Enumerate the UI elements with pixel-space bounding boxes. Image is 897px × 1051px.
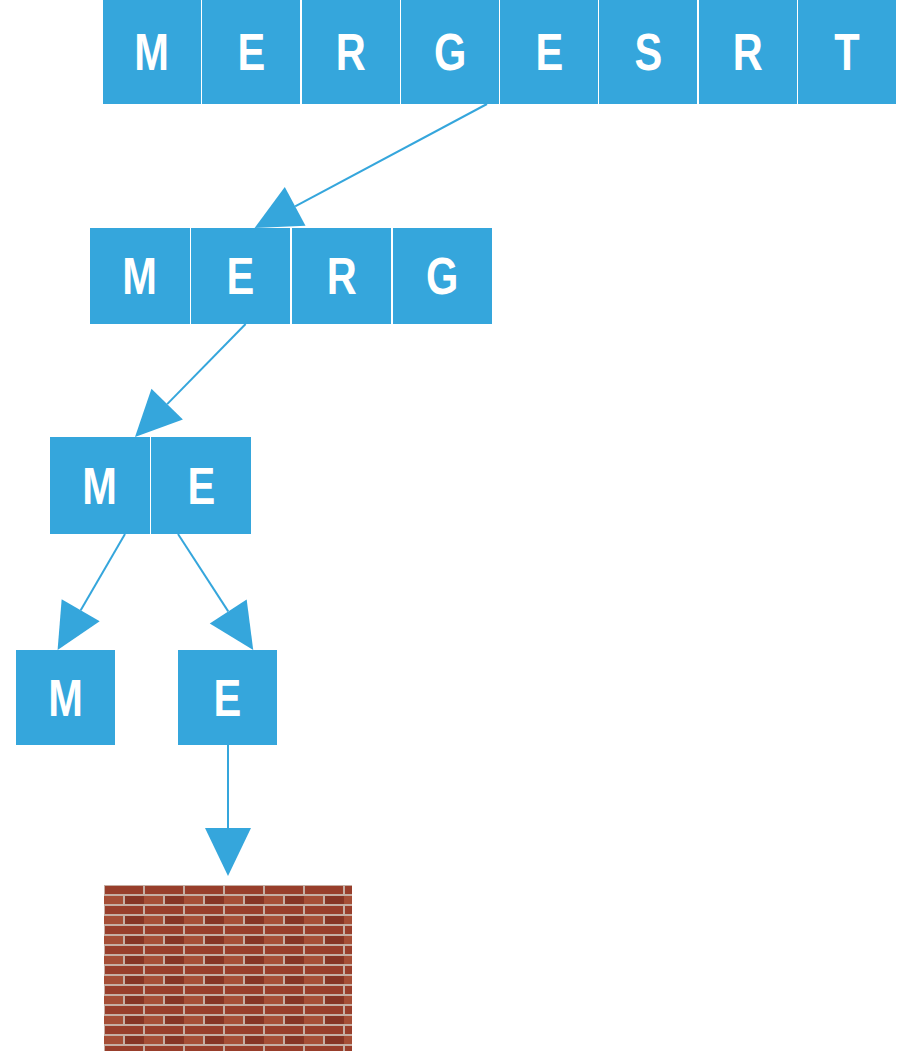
cell-letter: M — [83, 460, 118, 512]
array-cell: M — [50, 437, 150, 534]
array-cell: E — [191, 228, 291, 324]
cell-letter: G — [426, 250, 458, 302]
array-cell: E — [500, 0, 598, 104]
array-cell: E — [202, 0, 300, 104]
cell-letter: E — [187, 460, 215, 512]
cell-letter: E — [535, 26, 563, 78]
array-cell: G — [401, 0, 499, 104]
split-arrow — [178, 534, 253, 650]
cell-letter: R — [732, 26, 762, 78]
arrow-line — [167, 324, 245, 404]
arrow-line — [178, 534, 228, 611]
cell-letter: R — [327, 250, 357, 302]
array-cell: E — [151, 437, 251, 534]
array-cell: R — [292, 228, 392, 324]
cell-letter: G — [434, 26, 466, 78]
arrow-head — [135, 389, 183, 437]
arrow-head — [58, 599, 100, 650]
array-cell: T — [798, 0, 896, 104]
array-cell: G — [393, 228, 493, 324]
array-cell: M — [90, 228, 190, 324]
array-cell: E — [178, 650, 277, 745]
split-arrow — [255, 104, 487, 228]
arrow-head — [255, 187, 306, 228]
brick-wall-shade — [104, 885, 352, 1051]
brick-wall — [104, 885, 352, 1051]
arrow-line — [295, 104, 487, 206]
arrow-line — [81, 534, 125, 610]
cell-letter: M — [122, 250, 157, 302]
array-cell: R — [302, 0, 400, 104]
cell-letter: E — [227, 250, 255, 302]
cell-letter: M — [48, 672, 83, 724]
cell-letter: M — [135, 26, 170, 78]
split-arrow — [58, 534, 125, 650]
cell-letter: S — [634, 26, 662, 78]
cell-letter: E — [237, 26, 265, 78]
cell-letter: E — [214, 672, 242, 724]
cell-letter: R — [335, 26, 365, 78]
split-arrow — [135, 324, 246, 437]
wall-arrow-line — [227, 744, 229, 828]
wall-arrow-head — [205, 828, 251, 876]
arrow-head — [210, 599, 253, 650]
cell-letter: T — [834, 26, 859, 78]
array-cell: S — [599, 0, 697, 104]
array-cell: R — [699, 0, 797, 104]
array-cell: M — [103, 0, 201, 104]
array-cell: M — [16, 650, 115, 745]
